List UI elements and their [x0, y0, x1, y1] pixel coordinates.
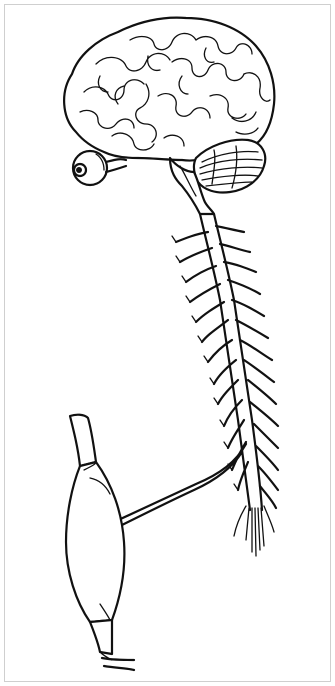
motor-nerve	[114, 444, 246, 528]
cauda-equina	[234, 506, 274, 556]
spinal-nerves-left	[172, 232, 248, 490]
muscle	[66, 415, 134, 670]
